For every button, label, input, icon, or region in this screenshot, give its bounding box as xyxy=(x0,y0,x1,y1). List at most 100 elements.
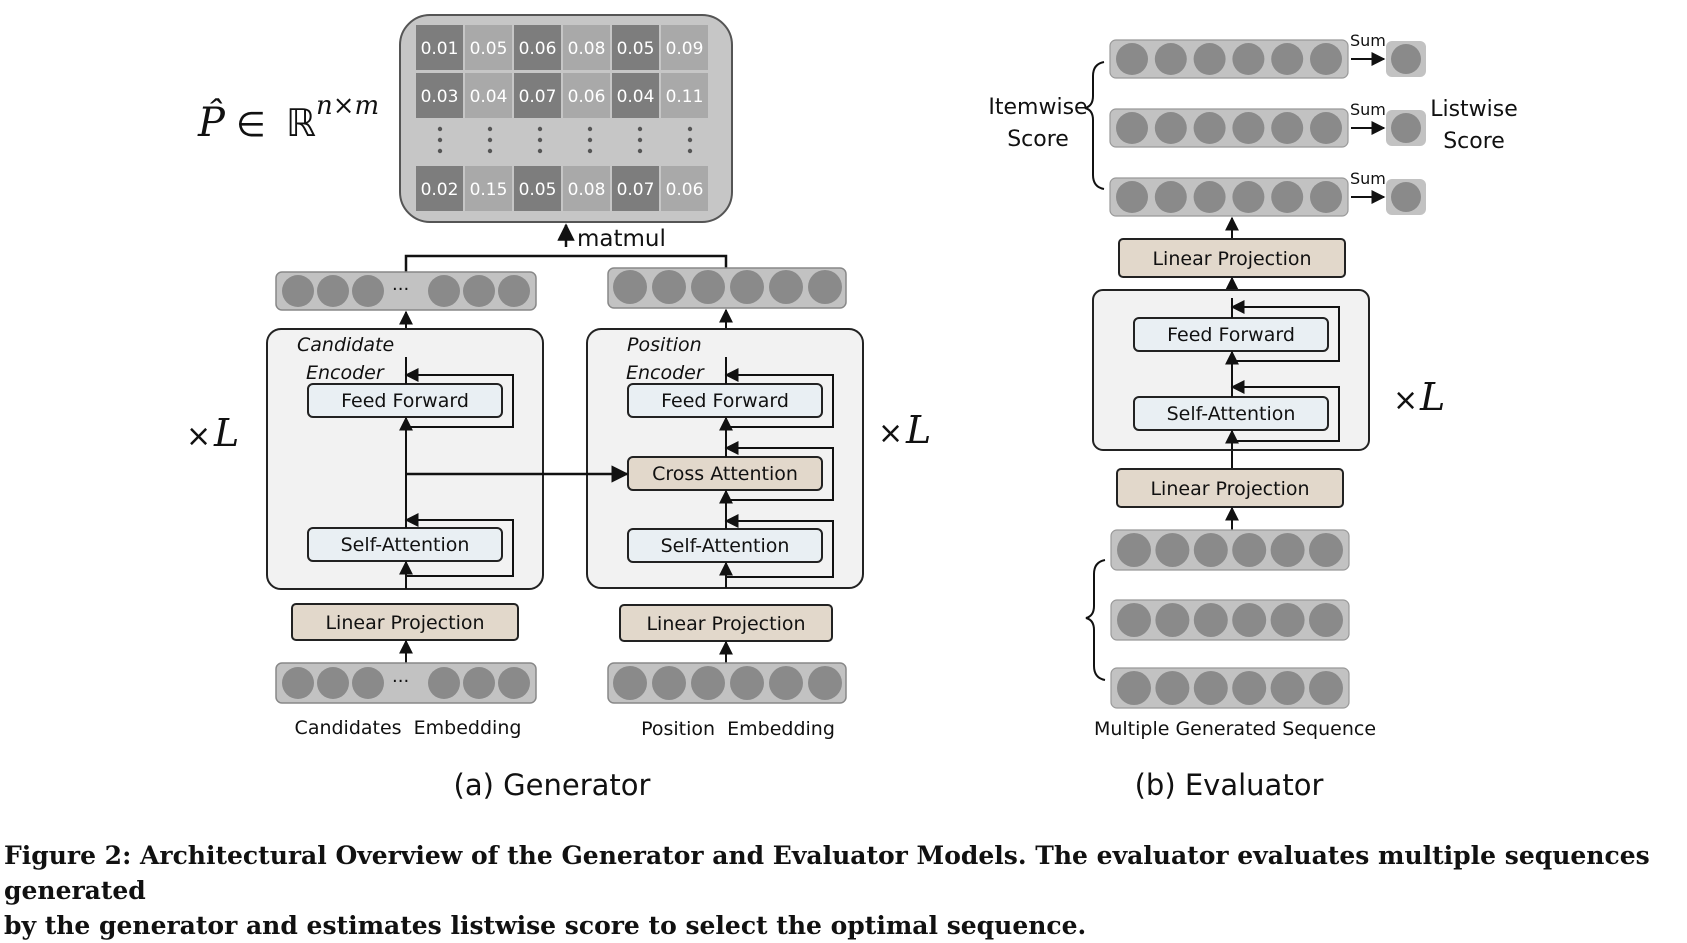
sum-label: Sum xyxy=(1350,100,1386,119)
listwise-score-cell xyxy=(1386,179,1426,215)
matrix-cell-value: 0.05 xyxy=(519,180,557,200)
evaluator-self-attention-label: Self-Attention xyxy=(1167,403,1296,425)
matrix-cell-value: 0.07 xyxy=(617,180,655,200)
matrix-cell-value: 0.06 xyxy=(666,180,704,200)
token-circle xyxy=(1310,181,1342,213)
itemwise-score-row xyxy=(1109,177,1349,217)
matrix-cell: 0.04 xyxy=(612,73,659,118)
token-circle xyxy=(1193,112,1226,144)
position-embedding-tokens xyxy=(607,662,847,704)
candidate-input-ellipsis: ··· xyxy=(392,671,409,692)
token-circle xyxy=(1154,181,1187,213)
token-circle xyxy=(1310,43,1342,75)
matrix-cell-value: 0.07 xyxy=(519,87,557,107)
candidate-encoder-title-1: Candidate xyxy=(297,334,394,356)
matrix-cell-value: 0.04 xyxy=(470,87,508,107)
position-self-attention-label: Self-Attention xyxy=(661,535,790,557)
matrix-cell-value: 0.05 xyxy=(617,39,655,59)
architecture-diagram: 0.01 0.05 0.06 0.08 0.05 0.09 0.03 0.04 0.07 0.06… xyxy=(186,14,1518,802)
svg-text:L: L xyxy=(905,408,931,452)
candidate-encoder: Candidate Encoder Feed Forward Self-Atte… xyxy=(266,328,544,590)
candidates-embedding-tokens: ··· xyxy=(275,662,537,704)
matrix-cell: 0.08 xyxy=(563,166,610,211)
sum-label: Sum xyxy=(1350,169,1386,188)
matrix-cell-value: 0.05 xyxy=(470,39,508,59)
token-circle xyxy=(1155,533,1190,567)
token-circle xyxy=(1232,112,1265,144)
position-encoder-title-2: Encoder xyxy=(626,362,705,384)
token-circle xyxy=(1116,112,1148,144)
position-output-tokens xyxy=(607,267,847,309)
matrix-cell-value: 0.06 xyxy=(519,39,557,59)
generator-subtitle: (a) Generator xyxy=(454,768,651,802)
matrix-cell: 0.06 xyxy=(661,166,708,211)
matrix-cell: 0.04 xyxy=(465,73,512,118)
real-numbers-symbol: ℝ xyxy=(286,101,316,145)
matrix-cell-value: 0.09 xyxy=(666,39,704,59)
token-circle xyxy=(1232,181,1265,213)
token-circle xyxy=(1117,671,1151,705)
matrix-cell: 0.11 xyxy=(661,73,708,118)
evaluator-times-L: × xyxy=(1393,383,1418,418)
svg-text:L: L xyxy=(213,411,239,455)
matrix-cell-value: 0.08 xyxy=(568,180,606,200)
generated-sequence-rows xyxy=(1110,529,1350,709)
token-circle xyxy=(1117,533,1151,567)
token-circle xyxy=(1309,533,1343,567)
multiple-sequence-label: Multiple Generated Sequence xyxy=(1094,718,1376,740)
cross-attention-label: Cross Attention xyxy=(652,463,798,485)
candidate-linear-projection-label: Linear Projection xyxy=(325,612,484,634)
candidate-output-ellipsis: ··· xyxy=(392,279,409,300)
caption-line-1: Figure 2: Architectural Overview of the … xyxy=(4,841,1650,905)
matrix-cell: 0.02 xyxy=(416,166,463,211)
matrix-cell-value: 0.11 xyxy=(666,87,704,107)
token-circle xyxy=(1232,43,1265,75)
matrix-expression: P̂ ∈ ℝ n×m xyxy=(197,91,379,146)
token-circle xyxy=(1193,671,1228,705)
itemwise-label-2: Score xyxy=(1007,127,1069,152)
matrix-cell-value: 0.03 xyxy=(421,87,459,107)
listwise-score-cell xyxy=(1386,110,1426,146)
token-circle xyxy=(1193,603,1228,637)
token-circle xyxy=(1155,671,1190,705)
itemwise-label-1: Itemwise xyxy=(988,95,1087,120)
matrix-cell: 0.09 xyxy=(661,25,708,70)
matrix-cell: 0.07 xyxy=(612,166,659,211)
position-encoder: Position Encoder Feed Forward Cross Atte… xyxy=(586,328,864,589)
token-circle xyxy=(1193,533,1228,567)
sequence-brace xyxy=(1085,559,1106,681)
matrix-cell-value: 0.04 xyxy=(617,87,655,107)
generated-sequence-row xyxy=(1110,667,1350,709)
matrix-cell: 0.06 xyxy=(514,25,561,70)
itemwise-brace xyxy=(1084,61,1105,190)
matrix-cell: 0.08 xyxy=(563,25,610,70)
matrix-cell: 0.15 xyxy=(465,166,512,211)
figure-caption: Figure 2: Architectural Overview of the … xyxy=(4,838,1684,943)
listwise-score-cell xyxy=(1386,41,1426,77)
token-circle xyxy=(1232,533,1267,567)
token-circle xyxy=(1154,112,1187,144)
sum-label: Sum xyxy=(1350,31,1386,50)
matrix-cell-value: 0.08 xyxy=(568,39,606,59)
position-linear-projection-label: Linear Projection xyxy=(646,613,805,635)
matrix-cell-value: 0.15 xyxy=(470,180,508,200)
evaluator-subtitle: (b) Evaluator xyxy=(1135,768,1324,802)
token-circle xyxy=(1232,671,1267,705)
svg-text:L: L xyxy=(1419,375,1445,419)
matmul-label: matmul xyxy=(577,226,666,252)
matrix-cell: 0.05 xyxy=(514,166,561,211)
generated-sequence-row xyxy=(1110,599,1350,641)
dimension-superscript: n×m xyxy=(316,91,379,121)
token-circle xyxy=(1232,603,1267,637)
token-circle xyxy=(1193,43,1226,75)
itemwise-score-row xyxy=(1109,108,1349,148)
candidate-feed-forward-label: Feed Forward xyxy=(341,390,469,412)
matrix-cell: 0.01 xyxy=(416,25,463,70)
token-circle xyxy=(1309,671,1343,705)
evaluator-bottom-linear-projection-label: Linear Projection xyxy=(1150,478,1309,500)
listwise-label-2: Score xyxy=(1443,129,1505,154)
candidate-encoder-title-2: Encoder xyxy=(306,362,385,384)
matmul-connector xyxy=(404,254,728,273)
token-circle xyxy=(1117,603,1151,637)
token-circle xyxy=(1154,43,1187,75)
